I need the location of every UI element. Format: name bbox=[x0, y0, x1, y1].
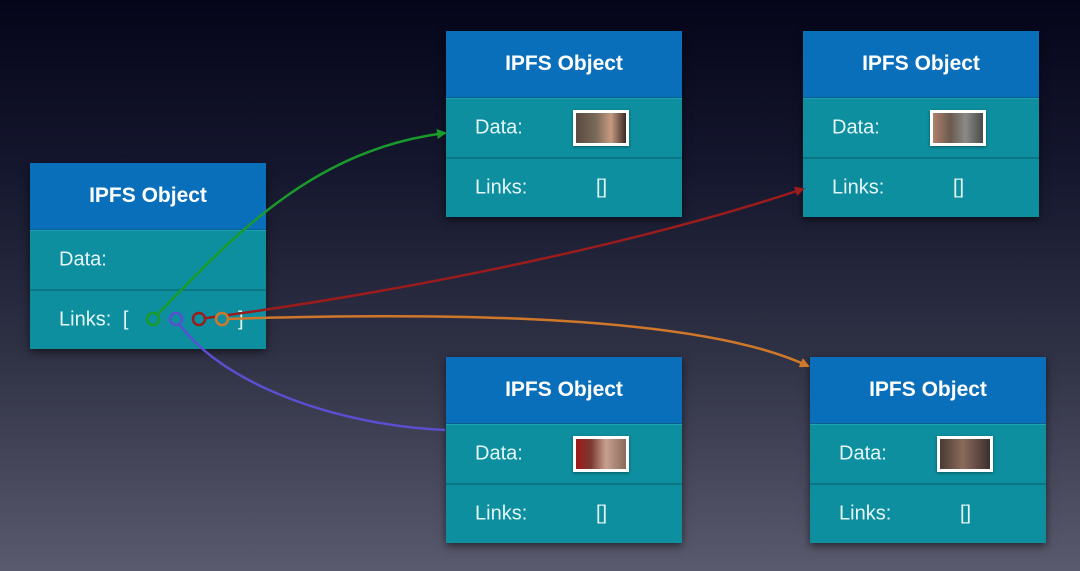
root-object-title: IPFS Object bbox=[30, 163, 266, 230]
links-label: Links: bbox=[839, 502, 892, 525]
ipfs-object-3: IPFS Object Data: Links: [] bbox=[446, 357, 682, 543]
root-open-bracket: [ bbox=[122, 308, 129, 331]
ipfs-object-1: IPFS Object Data: Links: [] bbox=[446, 31, 682, 217]
links-label: Links: bbox=[475, 176, 528, 199]
image-thumbnail-4 bbox=[937, 436, 993, 472]
links-label: Links: bbox=[832, 176, 885, 199]
empty-links-value: [] bbox=[596, 502, 608, 525]
image-thumbnail-1 bbox=[573, 110, 629, 146]
root-links-label-text: Links: bbox=[59, 308, 112, 331]
data-row: Data: bbox=[446, 98, 682, 157]
data-label: Data: bbox=[839, 442, 887, 465]
data-label: Data: bbox=[475, 116, 523, 139]
ipfs-object-4: IPFS Object Data: Links: [] bbox=[810, 357, 1046, 543]
links-row: Links: [] bbox=[446, 483, 682, 543]
object-title: IPFS Object bbox=[446, 31, 682, 98]
object-title: IPFS Object bbox=[803, 31, 1039, 98]
image-thumbnail-3 bbox=[573, 436, 629, 472]
root-data-label: Data: bbox=[59, 248, 107, 271]
data-row: Data: bbox=[803, 98, 1039, 157]
data-label: Data: bbox=[475, 442, 523, 465]
root-data-row: Data: bbox=[30, 230, 266, 289]
data-row: Data: bbox=[810, 424, 1046, 483]
root-close-bracket: ] bbox=[238, 308, 244, 331]
empty-links-value: [] bbox=[596, 176, 608, 199]
links-row: Links: [] bbox=[446, 157, 682, 217]
links-label: Links: bbox=[475, 502, 528, 525]
image-thumbnail-2 bbox=[930, 110, 986, 146]
ipfs-object-2: IPFS Object Data: Links: [] bbox=[803, 31, 1039, 217]
data-label: Data: bbox=[832, 116, 880, 139]
empty-links-value: [] bbox=[953, 176, 965, 199]
object-title: IPFS Object bbox=[446, 357, 682, 424]
root-ipfs-object: IPFS Object Data: Links: [ ] bbox=[30, 163, 266, 349]
root-links-row: Links: [ ] bbox=[30, 289, 266, 349]
object-title: IPFS Object bbox=[810, 357, 1046, 424]
data-row: Data: bbox=[446, 424, 682, 483]
links-row: Links: [] bbox=[803, 157, 1039, 217]
empty-links-value: [] bbox=[960, 502, 972, 525]
links-row: Links: [] bbox=[810, 483, 1046, 543]
root-links-label: Links: [ bbox=[59, 309, 128, 332]
